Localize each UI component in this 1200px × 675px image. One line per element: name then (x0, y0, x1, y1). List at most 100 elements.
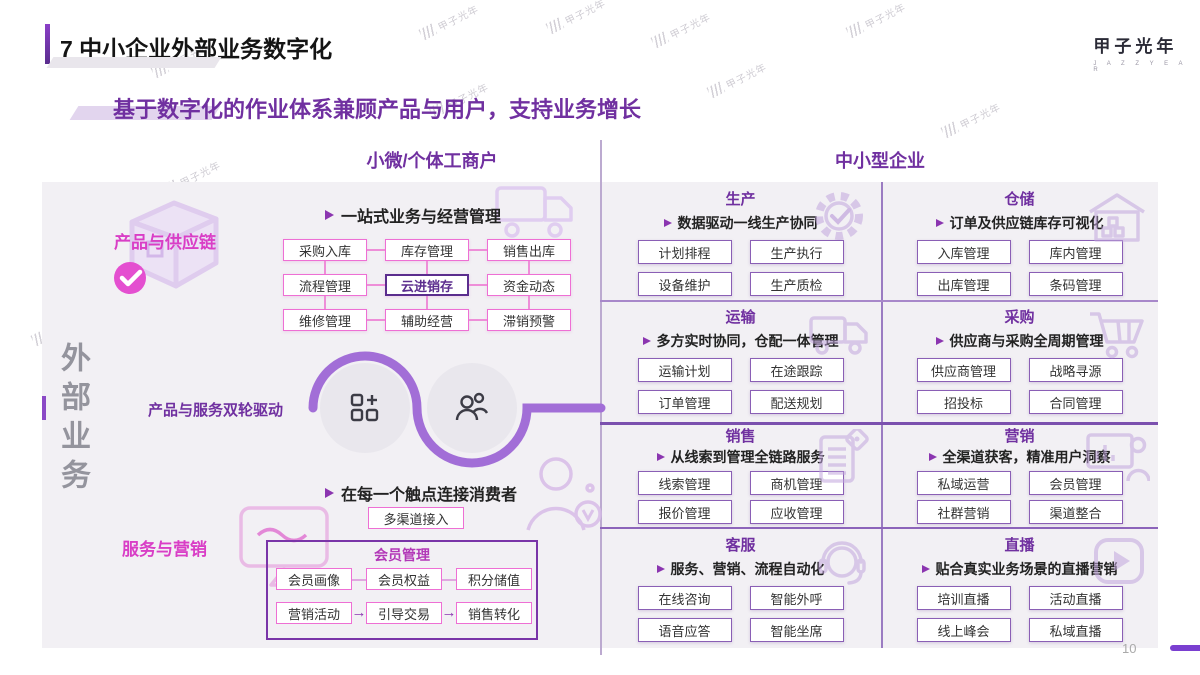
connector (469, 284, 487, 286)
cell-title: 客服 (725, 537, 756, 554)
grid-box: 资金动态 (487, 274, 571, 296)
feature-box: 战略寻源 (1028, 358, 1123, 382)
cell-bullet: 从线索到管理全链路服务 (656, 447, 825, 467)
document-tag-icon (819, 429, 869, 483)
feature-box: 招投标 (916, 390, 1011, 414)
right-grid-row-divider (600, 422, 1158, 425)
feature-box: 商机管理 (749, 471, 844, 495)
connector (324, 296, 326, 309)
member-management-title: 会员管理 (374, 547, 430, 563)
cell-livestream: 直播 贴合真实业务场景的直播营销 培训直播 活动直播 线上峰会 私域直播 (881, 528, 1158, 648)
jazzyear-logo: 甲子光年 J A Z Z Y E A R (1042, 24, 1200, 73)
right-grid-vertical-divider (881, 182, 883, 648)
right-grid-row-divider (600, 527, 1158, 529)
cell-customer-service: 客服 服务、营销、流程自动化 在线咨询 智能外呼 语音应答 智能坐席 (600, 528, 881, 648)
cell-bullet: 数据驱动一线生产协同 (663, 213, 818, 233)
cell-bullet: 供应商与采购全周期管理 (935, 331, 1104, 351)
warehouse-icon (1089, 193, 1145, 242)
member-box: 积分储值 (456, 568, 532, 590)
grid-box: 维修管理 (283, 309, 367, 331)
bullet-arrow-icon (656, 565, 665, 573)
connector (528, 296, 530, 309)
bullet-arrow-icon (642, 337, 651, 345)
cell-title: 营销 (1004, 428, 1035, 445)
logo-name: 甲子光年 (1093, 37, 1178, 56)
bullet-arrow-icon (935, 219, 944, 227)
feature-box: 生产执行 (749, 240, 844, 264)
feature-box: 语音应答 (637, 618, 732, 642)
cell-procurement: 采购 供应商与采购全周期管理 供应商管理 战略寻源 招投标 合同管理 (881, 300, 1158, 423)
package-box-icon (114, 200, 219, 294)
center-divider (600, 140, 602, 655)
bullet-arrow-icon (921, 565, 930, 573)
feature-box: 线上峰会 (916, 618, 1011, 642)
connector (367, 284, 385, 286)
grid-box: 销售出库 (487, 239, 571, 261)
left-column-header: 小微/个体工商户 (366, 151, 498, 171)
bullet-arrow-icon (325, 210, 334, 220)
product-supply-label: 产品与供应链 (114, 233, 216, 252)
watermark: 甲子光年 (845, 0, 908, 40)
play-icon (1094, 538, 1144, 584)
headset-icon (818, 541, 866, 585)
logo-subname: J A Z Z Y E A R (1093, 61, 1187, 73)
business-management-grid: 采购入库 库存管理 销售出库 流程管理 云进销存 资金动态 维修管理 辅助经营 … (283, 239, 571, 331)
cell-bullet: 全渠道获客，精准用户洞察 (928, 447, 1111, 467)
feature-box: 条码管理 (1028, 272, 1123, 296)
cell-grid: 运输计划 在途跟踪 订单管理 配送规划 (600, 358, 881, 414)
feature-box: 入库管理 (916, 240, 1011, 264)
feature-box: 私域直播 (1028, 618, 1123, 642)
feature-box: 渠道整合 (1028, 500, 1123, 524)
watermark: 甲子光年 (650, 9, 713, 51)
feature-box: 培训直播 (916, 586, 1011, 610)
bullet-arrow-icon (656, 453, 665, 461)
logo-bars-icon (706, 81, 726, 99)
cell-bullet: 订单及供应链库存可视化 (935, 213, 1104, 233)
dual-drive-curve (308, 351, 606, 468)
title-accent-bar (45, 24, 50, 64)
member-box: 会员画像 (276, 568, 352, 590)
cell-title: 采购 (1004, 309, 1035, 326)
feature-box: 报价管理 (637, 500, 732, 524)
feature-box: 设备维护 (637, 272, 732, 296)
member-box: 营销活动 (276, 602, 352, 624)
cell-grid: 培训直播 活动直播 线上峰会 私域直播 (881, 586, 1158, 642)
logo-bars-icon (650, 31, 670, 49)
connector (442, 579, 456, 581)
logo-bars-icon (940, 121, 960, 139)
connector (352, 579, 366, 581)
member-management-box: 会员管理 会员画像 会员权益 积分储值 营销活动 引导交易 销售转化 → → (266, 540, 538, 640)
slide-subtitle: 基于数字化的作业体系兼顾产品与用户，支持业务增长 (113, 97, 642, 122)
cell-title: 仓储 (1004, 191, 1035, 208)
cell-warehouse: 仓储 订单及供应链库存可视化 入库管理 库内管理 出库管理 条码管理 (881, 182, 1158, 300)
cell-grid: 入库管理 库内管理 出库管理 条码管理 (881, 240, 1158, 296)
feature-box: 供应商管理 (916, 358, 1011, 382)
cell-production: 生产 数据驱动一线生产协同 计划排程 生产执行 设备维护 生产质检 (600, 182, 881, 300)
logo-bars-icon (418, 23, 438, 41)
logo-bars-icon (845, 21, 865, 39)
feature-box: 运输计划 (637, 358, 732, 382)
feature-box: 库内管理 (1028, 240, 1123, 264)
presentation-icon (1086, 433, 1150, 482)
truck-icon (809, 316, 868, 355)
feature-box: 智能坐席 (749, 618, 844, 642)
product-grid-icon (350, 393, 379, 422)
bullet-arrow-icon (935, 337, 944, 345)
cell-title: 直播 (1004, 537, 1035, 554)
feature-box: 在途跟踪 (749, 358, 844, 382)
cell-grid: 计划排程 生产执行 设备维护 生产质检 (600, 240, 881, 296)
panel-edge-stub (42, 396, 46, 420)
truck-outline-icon (495, 186, 573, 238)
watermark: 甲子光年 (418, 1, 481, 43)
channel-access-box: 多渠道接入 (368, 507, 464, 529)
connector (426, 296, 428, 309)
feature-box: 合同管理 (1028, 390, 1123, 414)
dual-drive-label: 产品与服务双轮驱动 (148, 402, 284, 419)
feature-box: 订单管理 (637, 390, 732, 414)
feature-box: 出库管理 (916, 272, 1011, 296)
users-icon (455, 392, 489, 421)
grid-box: 流程管理 (283, 274, 367, 296)
feature-box: 线索管理 (637, 471, 732, 495)
feature-box: 会员管理 (1028, 471, 1123, 495)
